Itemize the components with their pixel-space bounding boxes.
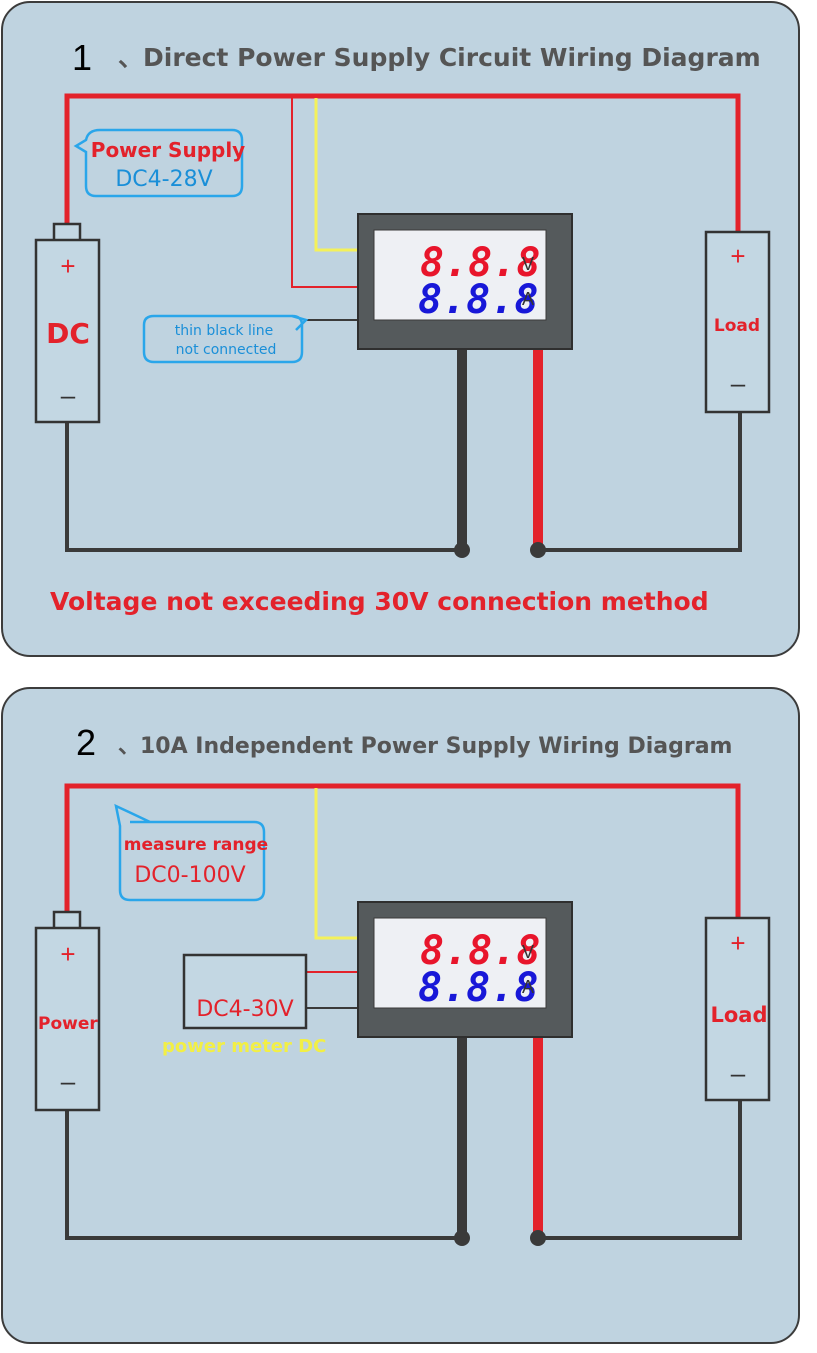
diagram-2-battery	[34, 926, 101, 1112]
diagram-1-yellow-wire	[314, 98, 358, 252]
diagram-2-load	[704, 916, 771, 1102]
diagram-1-meter-voltage: 8.8.8	[420, 240, 540, 286]
diagram-1-load-minus: –	[731, 368, 746, 398]
diagram-2-battery-label: Power	[38, 1014, 98, 1034]
diagram-1-meter-screen	[373, 229, 547, 321]
diagram-2-callout-line2: DC0-100V	[134, 863, 245, 888]
diagram-2-load-label: Load	[710, 1003, 767, 1027]
diagram-2-load-minus: –	[731, 1058, 746, 1088]
diagram-2-box-label: DC4-30V	[196, 997, 293, 1022]
diagram-2-box-caption: power meter DC	[162, 1036, 326, 1057]
diagram-2-load-return-wire	[538, 1100, 742, 1240]
diagram-2-unit-v: V	[522, 942, 534, 962]
diagram-1-callout-line2: DC4-28V	[115, 167, 212, 192]
diagram-2-yellow-wire	[314, 788, 358, 940]
diagram-2-battery-minus: –	[61, 1066, 76, 1096]
diagram-1-meter: 8.8.8 V 8.8.8 A	[357, 213, 573, 350]
diagram-1-number: 1	[72, 37, 92, 78]
diagram-1-battery-minus: –	[61, 380, 76, 410]
diagram-2-measure-range-callout: measure range DC0-100V	[114, 803, 268, 902]
diagram-2-meter-voltage: 8.8.8	[420, 928, 540, 974]
diagram-1-title: 、Direct Power Supply Circuit Wiring Diag…	[118, 43, 761, 72]
diagram-1-note-line1: thin black line	[175, 323, 273, 339]
diagram-2-load-plus: +	[730, 928, 745, 958]
diagram-1-unit-a: A	[522, 289, 534, 309]
diagram-2-callout-line1: measure range	[124, 835, 268, 855]
diagram-2-battery-plus: +	[60, 939, 75, 969]
diagram-1-battery-label: DC	[46, 317, 90, 350]
diagram-2-junction-right	[530, 1230, 546, 1246]
diagram-1-top-red-wire	[64, 93, 741, 232]
diagram-1-note-line2: not connected	[176, 342, 277, 358]
diagram-2-meter-screen	[373, 917, 547, 1009]
diagram-1-load-return-wire	[538, 412, 742, 552]
diagram-2-unit-a: A	[522, 977, 534, 997]
diagram-1-junction-left	[454, 542, 470, 558]
diagram-1-red-sense-wire	[291, 96, 358, 288]
diagram-2-meter-current: 8.8.8	[418, 965, 538, 1011]
diagram-2-meter: 8.8.8 V 8.8.8 A	[357, 901, 573, 1038]
diagram-2-junction-left	[454, 1230, 470, 1246]
diagram-2-top-red-wire	[64, 783, 741, 918]
diagram-1-meter-current: 8.8.8	[418, 277, 538, 323]
diagram-1-battery-plus: +	[60, 251, 75, 281]
diagram-1-load-label: Load	[714, 316, 760, 336]
diagram-2-panel: 2 、10A Independent Power Supply Wiring D…	[1, 687, 800, 1344]
diagram-1-load	[704, 230, 771, 414]
diagram-1-unit-v: V	[522, 254, 534, 274]
diagram-2-supply-box	[182, 953, 308, 1030]
diagram-1-footer: Voltage not exceeding 30V connection met…	[50, 587, 709, 616]
diagram-1-junction-right	[530, 542, 546, 558]
diagram-1-thin-line-callout: thin black line not connected	[142, 314, 309, 364]
diagram-2-title: 、10A Independent Power Supply Wiring Dia…	[118, 734, 732, 759]
diagram-1-bottom-black-wire	[65, 422, 462, 552]
diagram-2-bottom-black-wire	[65, 1110, 462, 1240]
diagram-1-callout-line1: Power Supply	[91, 138, 245, 162]
diagram-1-load-plus: +	[730, 241, 745, 271]
diagram-1-battery	[34, 238, 101, 424]
diagram-1-power-supply-callout: Power Supply DC4-28V	[73, 128, 245, 198]
diagram-1-panel: 1 、Direct Power Supply Circuit Wiring Di…	[1, 1, 800, 657]
diagram-2-number: 2	[76, 722, 96, 763]
